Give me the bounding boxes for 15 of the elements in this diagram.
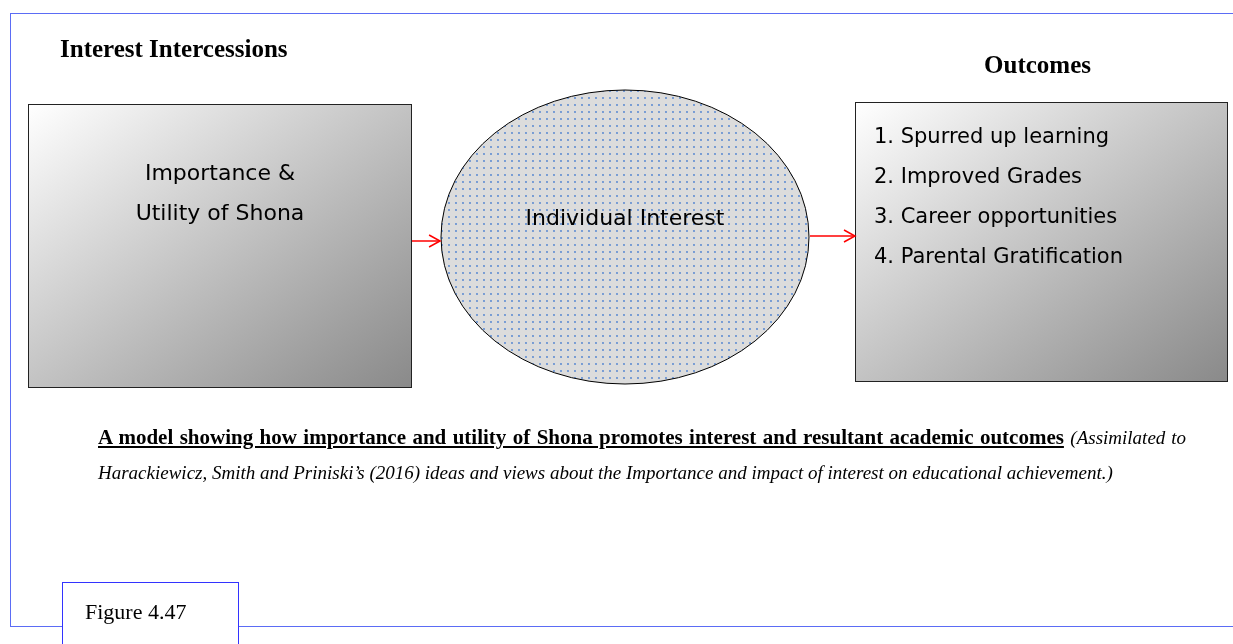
gradient-box — [855, 102, 1228, 382]
caption: A model showing how importance and utility of Shona promotes interest and resultant academic outcomes (Assimilated to Harackiewicz, Smith and Priniski’s (2016) ideas and views about the Importance and impact of interest on educational achievement.) — [98, 424, 1186, 485]
list-item: 3. Career opportunities — [874, 203, 1119, 230]
section-heading: Outcomes — [983, 50, 1092, 80]
ellipse-node — [440, 89, 810, 385]
list-item: 2. Improved Grades — [874, 163, 1084, 190]
section-heading: Interest Intercessions — [60, 34, 289, 64]
figure-number-box: Figure 4.47 — [62, 582, 239, 644]
list-item: 4. Parental Gratification — [874, 243, 1125, 270]
gradient-box — [28, 104, 412, 388]
node-text: Importance & Utility of Shona — [134, 159, 306, 227]
arrow — [411, 234, 441, 248]
node-text: Individual Interest — [524, 204, 726, 232]
arrow — [809, 229, 856, 243]
list-item: 1. Spurred up learning — [874, 123, 1111, 150]
